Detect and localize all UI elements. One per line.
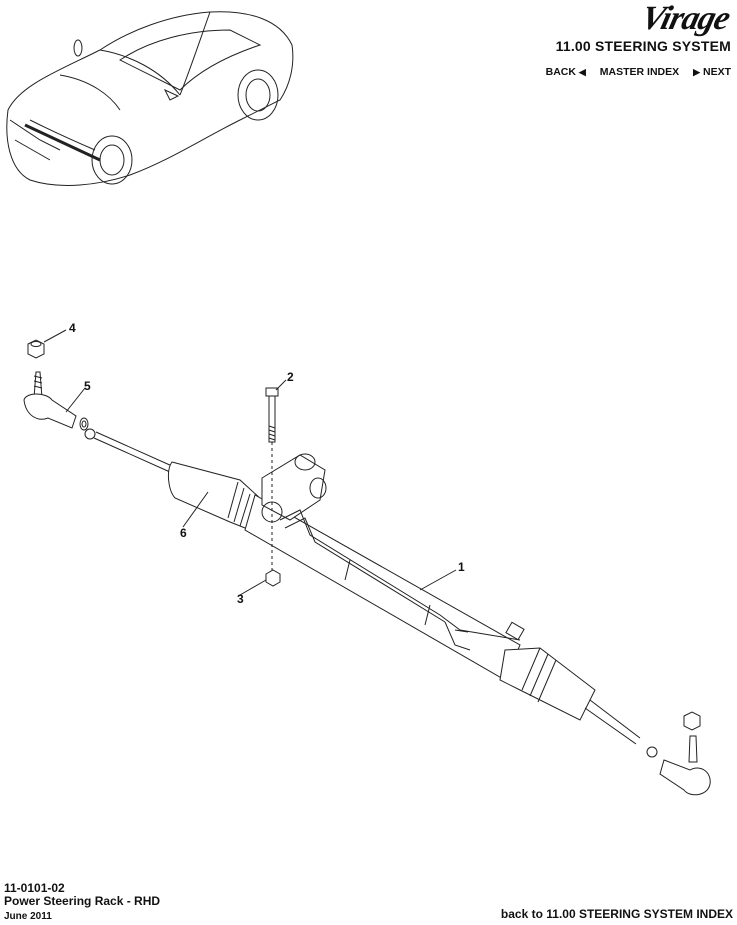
nut-part-3 <box>265 569 281 587</box>
tie-rod-right <box>584 699 641 745</box>
publication-date: June 2011 <box>4 911 52 922</box>
page-title: Power Steering Rack - RHD <box>4 894 161 908</box>
next-link[interactable]: ▶ NEXT <box>693 66 731 78</box>
master-index-link[interactable]: MASTER INDEX <box>599 66 680 78</box>
tie-rod-left <box>93 431 173 473</box>
callout-2: 2 <box>287 370 294 384</box>
next-label: NEXT <box>702 66 731 78</box>
nut-part-4 <box>27 339 45 359</box>
valve-housing <box>261 454 326 521</box>
navigation: BACK ◀ MASTER INDEX ▶ NEXT <box>546 66 731 78</box>
boot-right <box>499 647 596 721</box>
bolt-part-2 <box>265 387 279 570</box>
rack-housing <box>244 494 521 681</box>
section-title: 11.00 STEERING SYSTEM <box>555 38 731 54</box>
tie-rod-end-left <box>23 371 96 440</box>
callout-3: 3 <box>237 592 244 606</box>
fluid-pipes <box>279 509 521 641</box>
callout-6: 6 <box>180 526 187 540</box>
callout-5: 5 <box>84 379 91 393</box>
callout-4: 4 <box>69 321 76 335</box>
car-thumbnail <box>6 11 294 186</box>
part-code: 11-0101-02 <box>4 881 65 895</box>
tie-rod-end-right <box>659 711 711 796</box>
callout-1: 1 <box>458 560 465 574</box>
arrow-left-icon: ◀ <box>578 67 586 77</box>
back-to-index-link[interactable]: back to 11.00 STEERING SYSTEM INDEX <box>500 907 733 921</box>
back-link[interactable]: BACK ◀ <box>546 66 586 78</box>
arrow-right-icon: ▶ <box>693 67 701 77</box>
back-label: BACK <box>545 66 576 78</box>
